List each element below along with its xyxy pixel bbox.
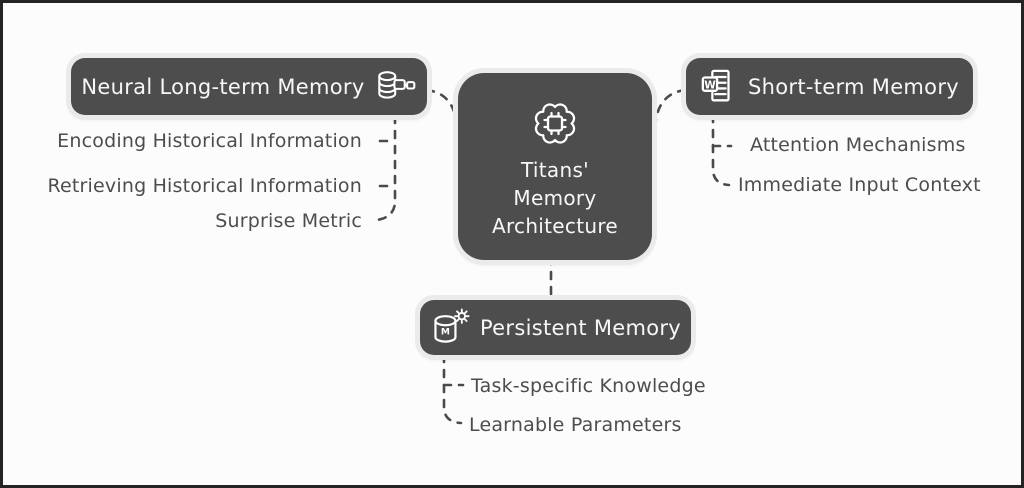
node-neural-long-term-memory: Neural Long-term Memory — [71, 58, 427, 115]
node-label: Short-term Memory — [748, 74, 959, 99]
node-persistent-memory: M Persistent Memory — [420, 300, 691, 355]
center-title-line-2: Memory — [513, 186, 597, 210]
connector-neural-children-spine — [375, 114, 397, 222]
child-label-task-specific-knowledge: Task-specific Knowledge — [471, 375, 706, 397]
node-short-term-memory: W Short-term Memory — [686, 58, 973, 115]
database-icon-letter: M — [441, 327, 450, 337]
node-label: Neural Long-term Memory — [81, 74, 365, 99]
center-title-line-1: Titans' — [521, 158, 589, 182]
word-icon-letter: W — [704, 79, 716, 91]
child-label-immediate-input-context: Immediate Input Context — [738, 174, 981, 196]
word-document-icon: W — [701, 69, 730, 101]
node-label: Persistent Memory — [479, 315, 682, 340]
database-link-icon — [377, 71, 415, 99]
child-label-attention-mechanisms: Attention Mechanisms — [750, 134, 966, 156]
center-title-line-3: Architecture — [491, 214, 619, 238]
node-titans-memory-architecture: Titans' Memory Architecture — [458, 73, 652, 260]
connector-neural-to-center — [425, 88, 459, 131]
connector-persistent-children-spine — [442, 353, 463, 425]
connector-short-children-spine — [711, 113, 731, 187]
connector-short-to-center — [653, 88, 687, 131]
child-label-surprise-metric: Surprise Metric — [215, 210, 362, 232]
database-gear-icon: M — [434, 307, 470, 343]
brain-chip-icon — [534, 103, 576, 144]
center-node-title: Titans' Memory Architecture — [492, 156, 618, 240]
child-label-encoding-historical-information: Encoding Historical Information — [57, 130, 362, 152]
child-label-learnable-parameters: Learnable Parameters — [469, 414, 682, 436]
child-label-retrieving-historical-information: Retrieving Historical Information — [47, 175, 362, 197]
